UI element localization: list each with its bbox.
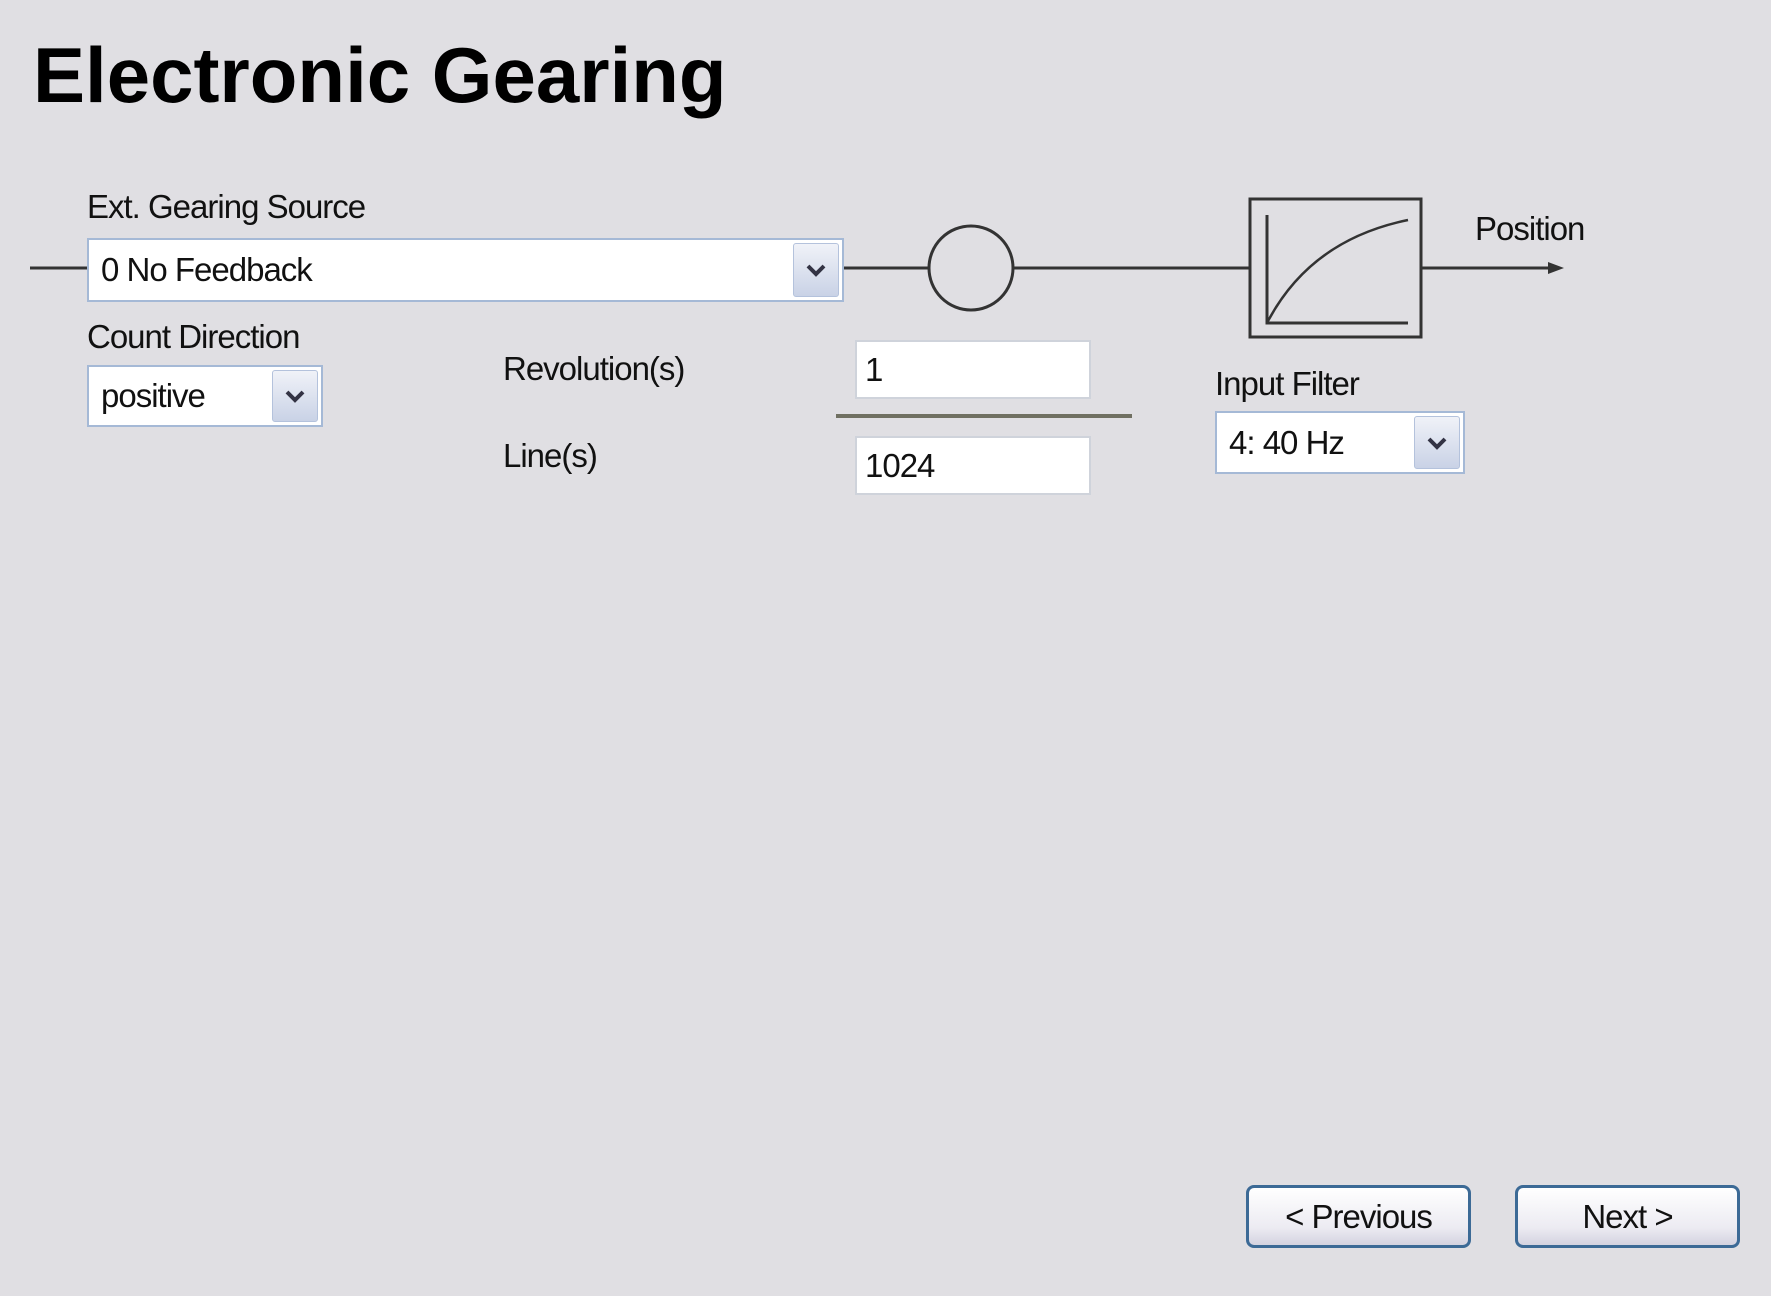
summing-junction-icon	[927, 224, 1015, 312]
lines-label: Line(s)	[503, 437, 598, 474]
revolutions-label: Revolution(s)	[503, 350, 685, 387]
filter-block-icon	[1248, 197, 1423, 339]
output-position-label: Position	[1475, 210, 1585, 247]
page-title: Electronic Gearing	[33, 31, 727, 119]
revolutions-input[interactable]: 1	[855, 340, 1091, 399]
chevron-down-icon[interactable]	[1414, 416, 1460, 469]
next-button[interactable]: Next >	[1515, 1185, 1740, 1248]
chevron-down-icon[interactable]	[793, 243, 839, 297]
gearing-diagram	[30, 197, 1564, 418]
count-direction-label: Count Direction	[87, 318, 300, 355]
arrow-icon	[1548, 262, 1564, 274]
chevron-down-icon[interactable]	[272, 370, 318, 422]
gearing-source-value: 0 No Feedback	[101, 251, 313, 288]
gearing-source-select[interactable]: 0 No Feedback	[87, 238, 844, 302]
input-filter-value: 4: 40 Hz	[1229, 423, 1345, 461]
count-direction-value: positive	[101, 377, 206, 414]
input-filter-label: Input Filter	[1215, 365, 1360, 402]
input-filter-select[interactable]: 4: 40 Hz	[1215, 411, 1465, 474]
gearing-source-label: Ext. Gearing Source	[87, 188, 366, 225]
lines-input[interactable]: 1024	[855, 436, 1091, 495]
previous-button[interactable]: < Previous	[1246, 1185, 1471, 1248]
count-direction-select[interactable]: positive	[87, 365, 323, 427]
